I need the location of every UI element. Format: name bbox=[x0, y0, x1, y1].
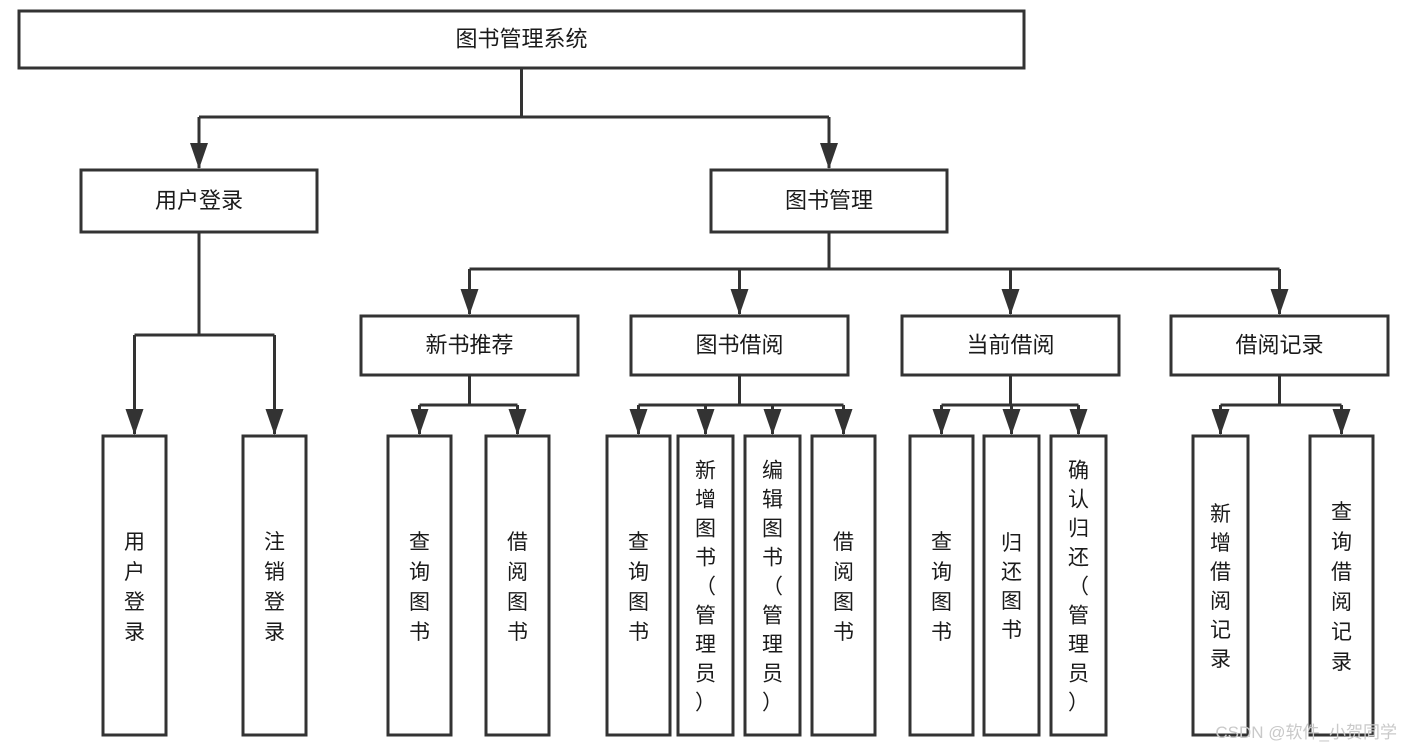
node-book-manage[interactable]: 图书管理 bbox=[709, 168, 949, 234]
node-leaf-add-record[interactable]: 新增借阅记录 bbox=[1191, 434, 1250, 737]
node-leaf-add-book[interactable]: 新增图书（管理员） bbox=[676, 434, 735, 737]
node-label: 查询图书 bbox=[628, 531, 649, 644]
node-label: 图书借阅 bbox=[695, 332, 783, 357]
arrow-head-icon bbox=[932, 409, 951, 435]
arrow-head-icon bbox=[1002, 409, 1021, 435]
node-box bbox=[982, 434, 1041, 737]
arrow-head-icon bbox=[763, 409, 782, 435]
node-label: 图书管理系统 bbox=[455, 26, 587, 51]
node-label: 查询图书 bbox=[409, 531, 430, 644]
node-leaf-query-book-2[interactable]: 查询图书 bbox=[605, 434, 672, 737]
node-label: 注销登录 bbox=[264, 531, 285, 644]
node-box bbox=[676, 434, 735, 737]
node-box bbox=[810, 434, 877, 737]
arrow-head-icon bbox=[1211, 409, 1230, 435]
node-label: 借阅记录 bbox=[1235, 332, 1323, 357]
node-new-book-recommend[interactable]: 新书推荐 bbox=[359, 314, 580, 377]
node-box bbox=[241, 434, 308, 737]
node-box bbox=[709, 168, 949, 234]
node-user-login[interactable]: 用户登录 bbox=[79, 168, 319, 234]
node-box bbox=[908, 434, 975, 737]
arrow-head-icon bbox=[125, 409, 144, 435]
node-box bbox=[1049, 434, 1108, 737]
node-box bbox=[743, 434, 802, 737]
arrow-head-icon bbox=[820, 143, 838, 169]
node-leaf-logout[interactable]: 注销登录 bbox=[241, 434, 308, 737]
node-label: 归还图书 bbox=[1001, 532, 1022, 642]
node-leaf-borrow-book-2[interactable]: 借阅图书 bbox=[810, 434, 877, 737]
connector-layer bbox=[125, 68, 1351, 435]
arrow-head-icon bbox=[1069, 409, 1088, 435]
node-leaf-edit-book[interactable]: 编辑图书（管理员） bbox=[743, 434, 802, 737]
node-box bbox=[359, 314, 580, 377]
arrow-head-icon bbox=[410, 409, 429, 435]
node-label: 确认归还（管理员） bbox=[1068, 460, 1089, 715]
node-label: 新增图书（管理员） bbox=[695, 460, 716, 715]
node-box bbox=[484, 434, 551, 737]
node-borrow-record[interactable]: 借阅记录 bbox=[1169, 314, 1390, 377]
node-leaf-confirm-return[interactable]: 确认归还（管理员） bbox=[1049, 434, 1108, 737]
node-box bbox=[629, 314, 850, 377]
node-label: 新书推荐 bbox=[425, 332, 513, 357]
node-box bbox=[386, 434, 453, 737]
node-leaf-query-book-3[interactable]: 查询图书 bbox=[908, 434, 975, 737]
node-leaf-return-book[interactable]: 归还图书 bbox=[982, 434, 1041, 737]
node-box bbox=[1191, 434, 1250, 737]
node-leaf-query-book-1[interactable]: 查询图书 bbox=[386, 434, 453, 737]
arrow-head-icon bbox=[730, 289, 749, 315]
arrow-head-icon bbox=[696, 409, 715, 435]
arrow-head-icon bbox=[834, 409, 853, 435]
arrow-head-icon bbox=[508, 409, 527, 435]
node-label: 借阅图书 bbox=[833, 531, 854, 644]
node-leaf-user-login[interactable]: 用户登录 bbox=[101, 434, 168, 737]
arrow-head-icon bbox=[1270, 289, 1289, 315]
node-box bbox=[101, 434, 168, 737]
node-label: 查询图书 bbox=[931, 531, 952, 644]
node-root[interactable]: 图书管理系统 bbox=[17, 9, 1026, 70]
node-label: 当前借阅 bbox=[966, 332, 1054, 357]
node-leaf-borrow-book-1[interactable]: 借阅图书 bbox=[484, 434, 551, 737]
node-label: 查询借阅记录 bbox=[1331, 501, 1352, 674]
node-label: 图书管理 bbox=[785, 188, 873, 213]
node-box bbox=[1308, 434, 1375, 737]
node-box bbox=[17, 9, 1026, 70]
node-label: 新增借阅记录 bbox=[1210, 503, 1231, 671]
arrow-head-icon bbox=[1332, 409, 1351, 435]
arrow-head-icon bbox=[265, 409, 284, 435]
arrow-head-icon bbox=[190, 143, 208, 169]
node-label: 用户登录 bbox=[124, 531, 145, 644]
node-box bbox=[605, 434, 672, 737]
node-box bbox=[1169, 314, 1390, 377]
node-box bbox=[900, 314, 1121, 377]
node-current-borrow[interactable]: 当前借阅 bbox=[900, 314, 1121, 377]
arrow-head-icon bbox=[1001, 289, 1020, 315]
arrow-head-icon bbox=[460, 289, 479, 315]
node-box bbox=[79, 168, 319, 234]
node-label: 借阅图书 bbox=[507, 531, 528, 644]
node-book-borrow[interactable]: 图书借阅 bbox=[629, 314, 850, 377]
node-leaf-query-record[interactable]: 查询借阅记录 bbox=[1308, 434, 1375, 737]
node-layer: 图书管理系统用户登录图书管理新书推荐图书借阅当前借阅借阅记录用户登录注销登录查询… bbox=[17, 9, 1390, 737]
arrow-head-icon bbox=[629, 409, 648, 435]
node-label: 用户登录 bbox=[155, 188, 243, 213]
node-label: 编辑图书（管理员） bbox=[762, 460, 783, 715]
